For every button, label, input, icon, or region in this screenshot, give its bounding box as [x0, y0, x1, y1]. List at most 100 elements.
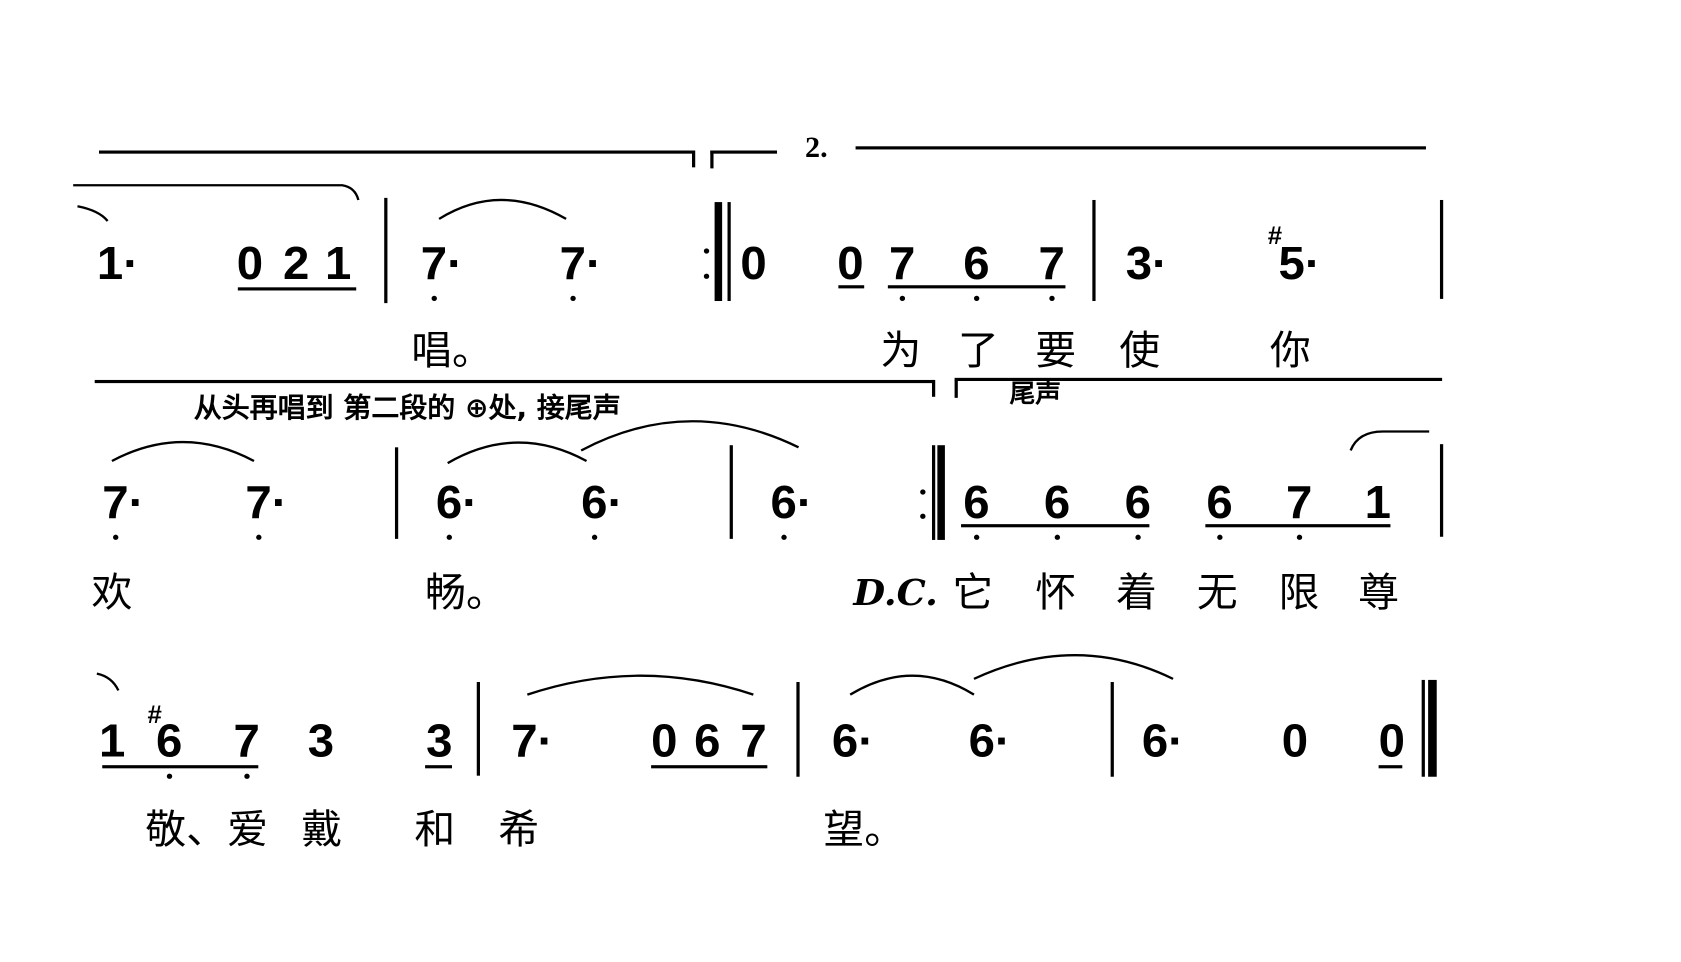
beam — [425, 765, 453, 769]
lyric-syllable: 你 — [1269, 327, 1311, 374]
coda-bracket — [954, 377, 1443, 381]
second-ending-label: 2. — [804, 131, 828, 165]
lyric-syllable: 使 — [1119, 327, 1161, 374]
note: 3· — [1125, 237, 1168, 290]
note: 7 — [1286, 476, 1313, 540]
barline — [729, 445, 733, 539]
note: 7· — [102, 476, 145, 540]
slur — [849, 674, 975, 696]
note: 0 — [837, 237, 864, 290]
slur — [111, 441, 255, 463]
second-ending-bracket — [855, 146, 1426, 149]
repeat-bracket — [94, 379, 935, 383]
coda-label: 尾声 — [1009, 378, 1062, 409]
lyric-syllable: 和 — [414, 806, 456, 853]
slur — [73, 184, 360, 201]
note: 6· — [770, 476, 813, 540]
slur — [438, 198, 567, 220]
slur — [447, 441, 588, 465]
slur — [526, 674, 754, 696]
lyric-syllable: 了 — [957, 327, 999, 374]
note: 6 — [1124, 476, 1151, 540]
note: 5· — [1278, 237, 1321, 290]
first-ending-hook — [691, 150, 695, 168]
barline — [1110, 682, 1114, 777]
note: 6· — [581, 476, 624, 540]
note: 3 — [307, 715, 335, 768]
da-capo-mark: D.C. — [853, 572, 938, 615]
note: 7· — [420, 237, 463, 302]
lyric-syllable: 希 — [498, 806, 540, 853]
lyric-syllable: 限 — [1278, 569, 1320, 616]
lyric-syllable: 为 — [880, 327, 922, 374]
note: 1 — [325, 237, 352, 290]
slur — [77, 205, 109, 222]
repeat-dot — [920, 513, 926, 519]
final-barline-thick — [1428, 679, 1437, 777]
repeat-dot — [703, 273, 710, 279]
sharp-sign: # — [1267, 222, 1283, 251]
beam — [651, 765, 768, 769]
note: 6 — [156, 715, 183, 779]
note: 1· — [96, 237, 139, 290]
lyric-syllable: 无 — [1196, 569, 1238, 616]
barline — [394, 447, 399, 539]
barline — [1439, 444, 1444, 537]
note: 7 — [1038, 237, 1065, 302]
note: 2 — [283, 237, 310, 290]
note: 0 — [236, 237, 264, 290]
repeat-dot — [920, 489, 926, 495]
beam — [838, 285, 865, 289]
beam — [102, 765, 259, 769]
lyric-syllable: 着 — [1116, 569, 1157, 616]
note: 1 — [99, 715, 126, 768]
repeat-instruction: 从头再唱到 第二段的 ⊕处, 接尾声 — [193, 392, 621, 425]
slur — [973, 654, 1174, 680]
final-barline-thin — [1421, 679, 1425, 777]
note: 0 — [740, 237, 767, 290]
note: 0 — [1281, 715, 1309, 768]
beam — [887, 285, 1066, 289]
note: 0 — [651, 715, 678, 768]
note: 6· — [435, 476, 478, 540]
beam — [237, 287, 357, 291]
first-ending-bracket — [99, 150, 695, 154]
slur — [96, 672, 120, 691]
note: 1 — [1364, 476, 1391, 529]
barline — [476, 682, 480, 776]
note: 6 — [1206, 476, 1233, 540]
lyric-syllable: 唱。 — [411, 327, 493, 374]
note: 6 — [694, 715, 721, 768]
repeat-bracket-hook — [931, 379, 935, 397]
repeat-barline — [714, 202, 723, 302]
lyric-syllable: 望。 — [823, 806, 906, 853]
second-ending-hook — [710, 150, 713, 169]
second-ending-bracket — [710, 150, 778, 154]
lyric-syllable: 它 — [952, 569, 994, 616]
sharp-sign: # — [147, 700, 162, 730]
barline — [796, 682, 800, 777]
lyric-syllable: 敬、爱 — [145, 806, 268, 853]
note: 7 — [740, 715, 767, 768]
note: 3 — [426, 715, 453, 768]
note: 6· — [831, 715, 875, 768]
beam — [961, 524, 1150, 528]
note: 7· — [245, 476, 288, 540]
beam — [1205, 524, 1391, 528]
note: 6 — [963, 237, 990, 302]
lyric-syllable: 怀 — [1035, 569, 1077, 616]
repeat-dot — [703, 248, 710, 254]
note: 6· — [968, 715, 1011, 768]
lyric-syllable: 尊 — [1358, 569, 1400, 616]
note: 7· — [559, 237, 602, 302]
barline — [1439, 199, 1444, 299]
barline — [384, 197, 388, 304]
barline — [1092, 199, 1096, 302]
lyric-syllable: 要 — [1035, 327, 1077, 374]
note: 7 — [233, 715, 260, 779]
beam — [1378, 765, 1403, 769]
repeat-barline — [937, 445, 945, 540]
repeat-barline — [727, 202, 731, 302]
